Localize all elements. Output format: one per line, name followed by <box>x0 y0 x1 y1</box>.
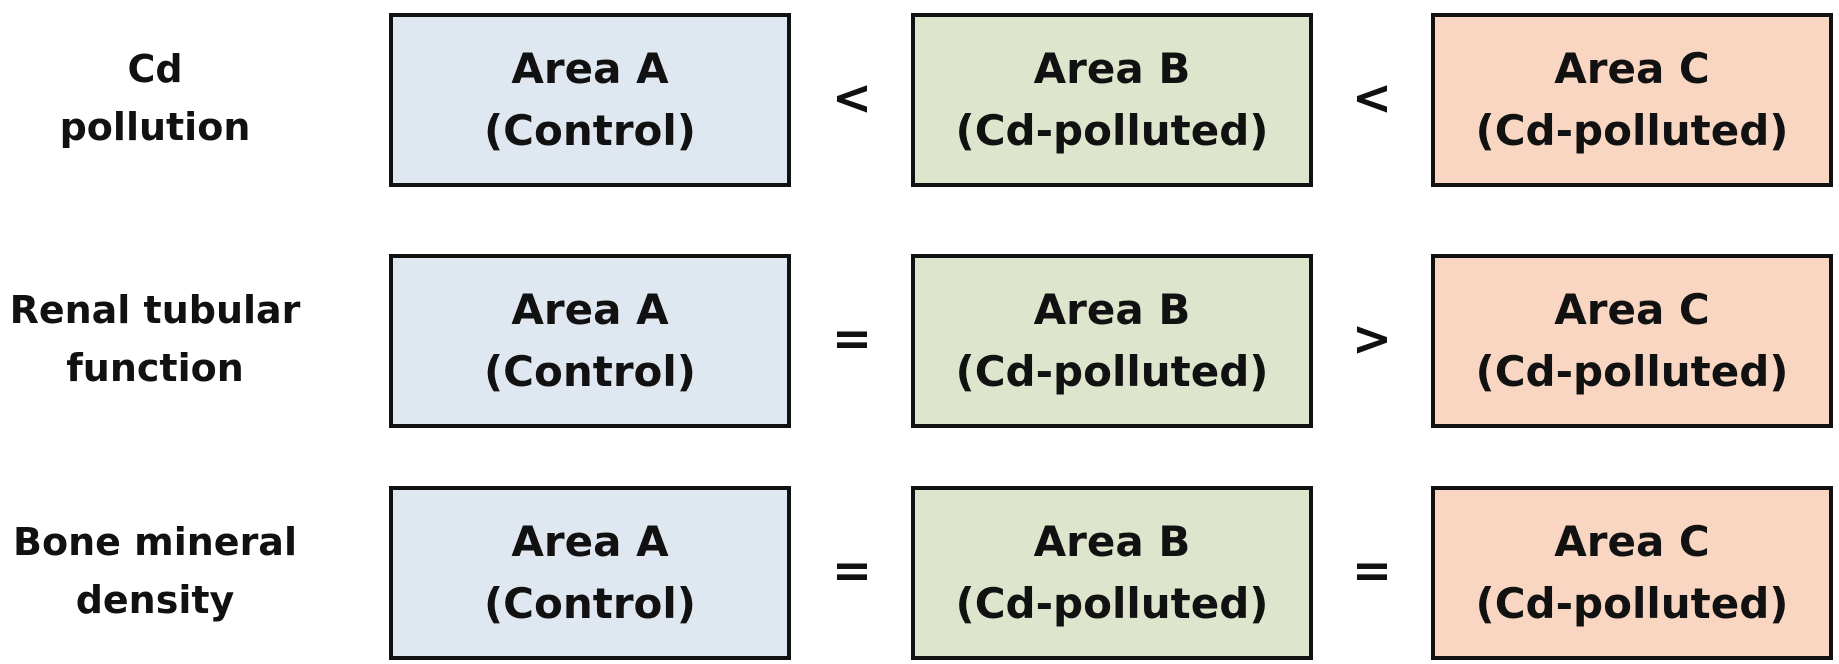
box-title: Area C <box>1554 517 1710 566</box>
box-subtitle: (Cd-polluted) <box>1475 579 1789 628</box>
comparison-operator: = <box>1351 543 1393 599</box>
box-title: Area A <box>511 44 669 93</box>
box-title: Area A <box>511 517 669 566</box>
area-a-box: Area A (Control) <box>389 13 791 187</box>
area-c-box: Area C (Cd-polluted) <box>1431 254 1833 428</box>
row-label-line: density <box>75 578 235 622</box>
row-label-cd-pollution: Cd pollution <box>0 13 310 183</box>
area-b-box: Area B (Cd-polluted) <box>911 486 1313 660</box>
box-title: Area B <box>1033 517 1191 566</box>
comparison-operator: = <box>831 543 873 599</box>
area-a-box: Area A (Control) <box>389 254 791 428</box>
area-b-box: Area B (Cd-polluted) <box>911 13 1313 187</box>
row-label-bone-mineral-density: Bone mineral density <box>0 486 310 656</box>
row-label-line: Bone mineral <box>13 520 297 564</box>
box-subtitle: (Cd-polluted) <box>955 347 1269 396</box>
box-title: Area C <box>1554 44 1710 93</box>
row-label-line: Renal tubular <box>9 288 301 332</box>
area-c-box: Area C (Cd-polluted) <box>1431 486 1833 660</box>
area-b-box: Area B (Cd-polluted) <box>911 254 1313 428</box>
area-a-box: Area A (Control) <box>389 486 791 660</box>
box-title: Area B <box>1033 44 1191 93</box>
comparison-operator: < <box>1351 70 1393 126</box>
row-label-renal-tubular-function: Renal tubular function <box>0 254 310 424</box>
row-label-line: pollution <box>59 105 251 149</box>
box-title: Area A <box>511 285 669 334</box>
row-cd-pollution: Cd pollution Area A (Control) < Area B (… <box>0 13 1839 187</box>
row-renal-tubular-function: Renal tubular function Area A (Control) … <box>0 254 1839 428</box>
area-c-box: Area C (Cd-polluted) <box>1431 13 1833 187</box>
row-bone-mineral-density: Bone mineral density Area A (Control) = … <box>0 486 1839 660</box>
comparison-operator: < <box>831 70 873 126</box>
row-label-line: function <box>66 346 244 390</box>
box-title: Area B <box>1033 285 1191 334</box>
box-subtitle: (Control) <box>483 579 696 628</box>
comparison-operator: = <box>831 311 873 367</box>
box-title: Area C <box>1554 285 1710 334</box>
row-label-line: Cd <box>127 47 183 91</box>
box-subtitle: (Cd-polluted) <box>955 106 1269 155</box>
box-subtitle: (Control) <box>483 106 696 155</box>
comparison-operator: > <box>1351 311 1393 367</box>
box-subtitle: (Cd-polluted) <box>1475 347 1789 396</box>
box-subtitle: (Cd-polluted) <box>955 579 1269 628</box>
box-subtitle: (Control) <box>483 347 696 396</box>
box-subtitle: (Cd-polluted) <box>1475 106 1789 155</box>
